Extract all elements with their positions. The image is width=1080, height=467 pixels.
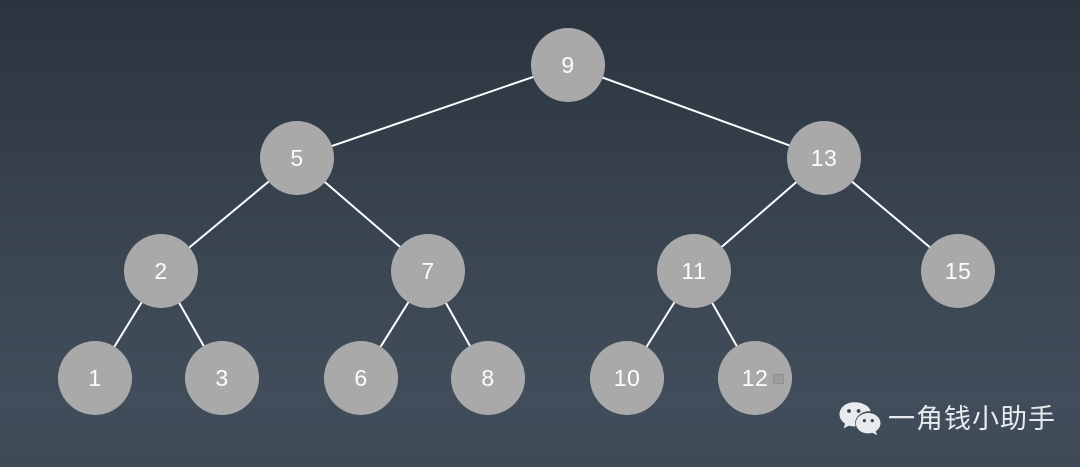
tree-node-15[interactable]: 15 bbox=[921, 234, 995, 308]
tree-node-3[interactable]: 3 bbox=[185, 341, 259, 415]
wechat-icon bbox=[838, 400, 882, 438]
tree-node-13[interactable]: 13 bbox=[787, 121, 861, 195]
tree-node-label: 1 bbox=[88, 364, 102, 391]
tree-node-label: 8 bbox=[481, 364, 495, 391]
tree-node-12[interactable]: 12 bbox=[718, 341, 792, 415]
tree-edge bbox=[187, 180, 271, 249]
tree-node-label: 6 bbox=[354, 364, 368, 391]
missing-glyph-icon bbox=[773, 374, 784, 384]
tree-edge bbox=[850, 180, 932, 249]
tree-node-10[interactable]: 10 bbox=[590, 341, 664, 415]
tree-node-9[interactable]: 9 bbox=[531, 28, 605, 102]
tree-node-8[interactable]: 8 bbox=[451, 341, 525, 415]
tree-node-2[interactable]: 2 bbox=[124, 234, 198, 308]
tree-node-7[interactable]: 7 bbox=[391, 234, 465, 308]
tree-edge bbox=[379, 300, 410, 349]
tree-node-label: 9 bbox=[561, 51, 575, 78]
tree-node-label: 10 bbox=[613, 364, 641, 391]
tree-node-label: 15 bbox=[944, 257, 972, 284]
tree-edge bbox=[710, 301, 739, 348]
watermark-text: 一角钱小助手 bbox=[888, 403, 1056, 434]
tree-edge bbox=[330, 75, 535, 148]
tree-node-6[interactable]: 6 bbox=[324, 341, 398, 415]
watermark: 一角钱小助手 bbox=[838, 400, 1056, 438]
tree-edge bbox=[720, 180, 798, 249]
tree-node-5[interactable]: 5 bbox=[260, 121, 334, 195]
tree-node-label: 7 bbox=[421, 257, 435, 284]
tree-node-label: 13 bbox=[810, 144, 838, 171]
tree-node-11[interactable]: 11 bbox=[657, 234, 731, 308]
tree-edge bbox=[645, 300, 676, 349]
tree-edge bbox=[177, 301, 206, 348]
tree-edge bbox=[600, 76, 792, 147]
tree-node-1[interactable]: 1 bbox=[58, 341, 132, 415]
tree-node-label: 11 bbox=[681, 257, 707, 284]
tree-node-label: 5 bbox=[290, 144, 304, 171]
tree-edge bbox=[444, 301, 472, 348]
tree-node-label: 3 bbox=[215, 364, 229, 391]
tree-edge bbox=[323, 180, 402, 249]
tree-node-label: 12 bbox=[741, 364, 769, 391]
tree-node-label: 2 bbox=[154, 257, 168, 284]
tree-edge bbox=[112, 300, 144, 349]
